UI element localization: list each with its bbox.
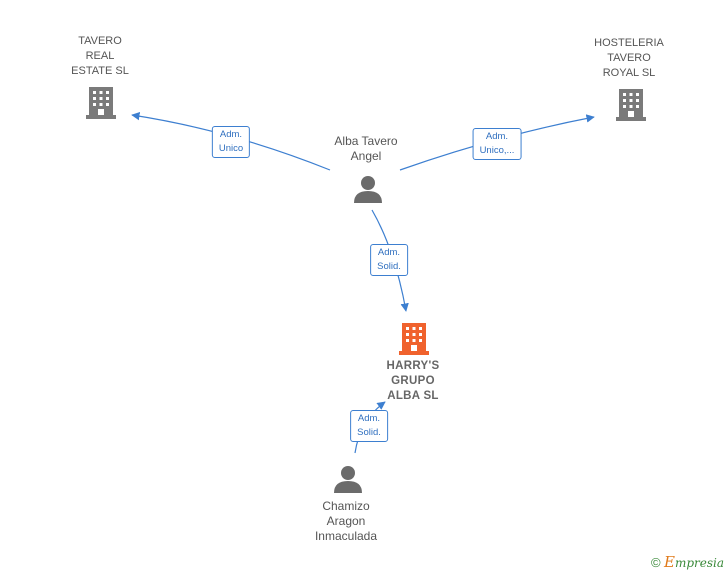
edge-label-adm-unico: Adm. Unico xyxy=(211,126,251,158)
footer-brand: © Empresia xyxy=(651,553,724,571)
edge-label-adm-solid: Adm. Solid. xyxy=(350,410,388,442)
brand-initial: E xyxy=(663,553,675,571)
brand-name: mpresia xyxy=(674,556,724,570)
edge-label-adm-unico-more: Adm. Unico,... xyxy=(472,128,522,160)
node-label-chamizo-aragon[interactable]: Chamizo Aragon Inmaculada xyxy=(314,499,378,543)
node-label-alba-tavero[interactable]: Alba Tavero Angel xyxy=(334,134,398,163)
node-label-harrys-grupo[interactable]: HARRY'S GRUPO ALBA SL xyxy=(386,360,440,402)
building-icon[interactable] xyxy=(86,87,116,119)
person-icon[interactable] xyxy=(354,176,382,203)
node-label-hosteleria-tavero[interactable]: HOSTELERIA TAVERO ROYAL SL xyxy=(594,37,664,79)
building-icon[interactable] xyxy=(616,89,646,121)
person-icon[interactable] xyxy=(334,466,362,493)
edge-label-adm-solid: Adm. Solid. xyxy=(370,244,408,276)
building-icon-focus[interactable] xyxy=(399,323,429,355)
node-label-tavero-real-estate[interactable]: TAVERO REAL ESTATE SL xyxy=(71,35,129,77)
copyright-icon: © xyxy=(651,555,661,570)
